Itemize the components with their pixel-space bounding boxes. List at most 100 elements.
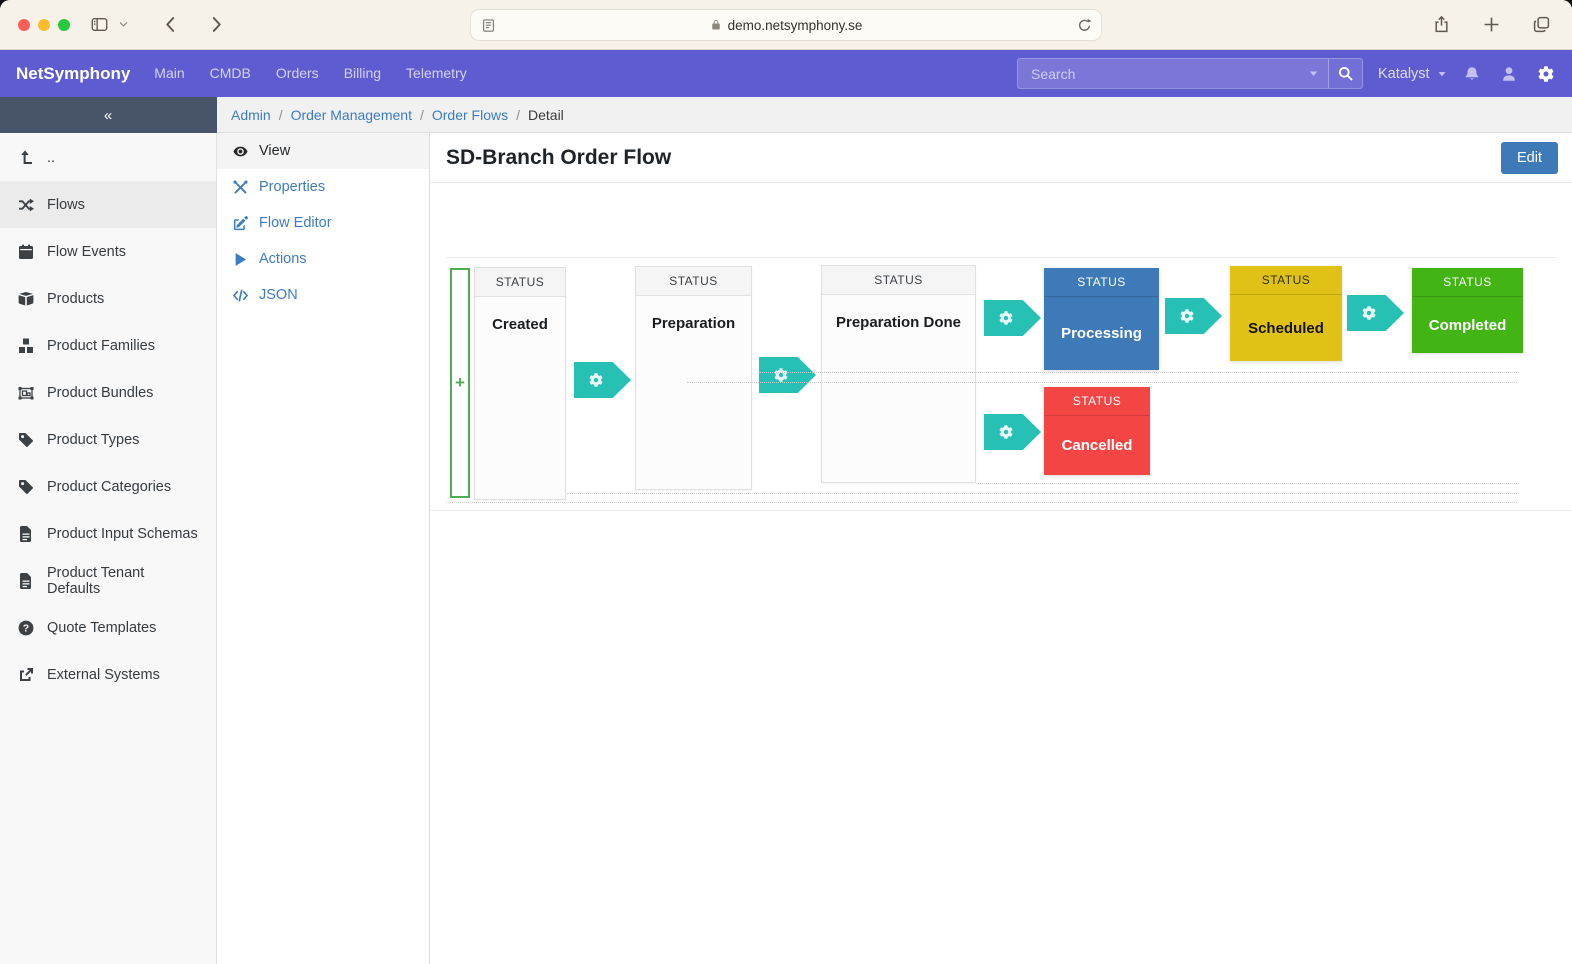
sidebar-collapse-button[interactable]: « (0, 97, 217, 133)
status-card-header: STATUS (1044, 268, 1159, 297)
sidebar-item-product-bundles[interactable]: Product Bundles (0, 369, 216, 416)
share-button[interactable] (1428, 12, 1454, 38)
url-text: demo.netsymphony.se (727, 17, 863, 33)
reader-icon[interactable] (481, 18, 496, 33)
sidebar-toggle-button[interactable] (86, 12, 112, 38)
sidebar-item-product-types[interactable]: Product Types (0, 416, 216, 463)
forward-button[interactable] (203, 12, 229, 38)
sidebar-item-product-categories[interactable]: Product Categories (0, 463, 216, 510)
menu-item-properties[interactable]: Properties (217, 169, 429, 205)
brand-logo[interactable]: NetSymphony (16, 63, 131, 83)
zoom-button[interactable] (58, 18, 70, 31)
box-open-icon (18, 291, 34, 307)
transition-arrow[interactable] (574, 362, 631, 398)
edit-button[interactable]: Edit (1501, 141, 1558, 174)
breadcrumb-link-admin[interactable]: Admin (231, 106, 271, 123)
back-button[interactable] (157, 12, 183, 38)
sidebar-item-flows[interactable]: Flows (0, 181, 216, 228)
nav-link-telemetry[interactable]: Telemetry (406, 64, 467, 81)
sidebar-item-label: Flow Events (47, 243, 126, 260)
status-card-header: STATUS (822, 266, 975, 295)
new-tab-button[interactable] (1478, 12, 1504, 38)
menu-item-json[interactable]: JSON (217, 277, 429, 313)
user-profile-icon[interactable] (1501, 66, 1517, 82)
transition-gear-icon (999, 425, 1013, 439)
row-separator (759, 372, 1517, 373)
caret-down-icon (1437, 69, 1447, 79)
transition-gear-icon (999, 311, 1013, 325)
breadcrumb-current: Detail (528, 106, 564, 123)
sidebar-item-product-families[interactable]: Product Families (0, 322, 216, 369)
sidebar-item-quote-templates[interactable]: ?Quote Templates (0, 604, 216, 651)
close-button[interactable] (18, 18, 30, 31)
sidebar-item-label: Product Families (47, 337, 155, 354)
sidebar-item-flow-events[interactable]: Flow Events (0, 228, 216, 275)
row-separator (446, 502, 1517, 503)
minimize-button[interactable] (38, 18, 50, 31)
transition-arrow[interactable] (984, 300, 1041, 336)
nav-link-main[interactable]: Main (154, 64, 185, 81)
sidebar-item-label: Flows (47, 196, 85, 213)
level-up-icon (18, 149, 34, 166)
breadcrumb-link-order-flows[interactable]: Order Flows (431, 106, 509, 123)
sidebar-item-product-input-schemas[interactable]: Product Input Schemas (0, 510, 216, 557)
settings-gear-icon[interactable] (1538, 65, 1554, 82)
file-icon (18, 525, 34, 542)
plus-icon (1483, 16, 1500, 33)
nav-link-billing[interactable]: Billing (343, 64, 382, 81)
cubes-icon (18, 338, 34, 354)
sidebar-item-level-up[interactable]: .. (0, 134, 216, 181)
menu-item-actions[interactable]: Actions (217, 241, 429, 277)
sidebar-item-products[interactable]: Products (0, 275, 216, 322)
sidebar-toggle-icon (91, 16, 108, 33)
status-card-header: STATUS (475, 268, 565, 297)
search-placeholder: Search (1031, 65, 1076, 82)
page-title: SD-Branch Order Flow (446, 145, 672, 169)
search-input[interactable]: Search (1018, 59, 1328, 88)
menu-item-view[interactable]: View (217, 133, 429, 169)
external-link-icon (18, 667, 34, 683)
transition-gear-icon (774, 368, 788, 382)
reload-icon[interactable] (1077, 18, 1092, 33)
menu-item-label: Properties (259, 179, 326, 195)
address-bar[interactable]: demo.netsymphony.se (470, 9, 1102, 41)
menu-item-flow-editor[interactable]: Flow Editor (217, 205, 429, 241)
add-status-button[interactable]: + (450, 268, 470, 498)
user-menu-dropdown[interactable]: Katalyst (1378, 50, 1447, 97)
transition-arrow[interactable] (1165, 298, 1222, 334)
nav-link-orders[interactable]: Orders (275, 64, 319, 81)
browser-chrome: demo.netsymphony.se (0, 0, 1572, 50)
transition-gear-icon (589, 373, 603, 387)
tab-overview-button[interactable] (1528, 12, 1554, 38)
transition-arrow[interactable] (1347, 295, 1404, 331)
sidebar-item-label: Product Tenant Defaults (47, 564, 145, 597)
nav-link-cmdb[interactable]: CMDB (209, 64, 251, 81)
sidebar-item-external-systems[interactable]: External Systems (0, 651, 216, 698)
chevron-down-icon[interactable] (118, 19, 129, 30)
sidebar-item-label: Product Types (47, 431, 140, 448)
sidebar-item-label: Product Input Schemas (47, 525, 198, 542)
notifications-bell-icon[interactable] (1464, 66, 1480, 82)
transition-arrow[interactable] (984, 414, 1041, 450)
forward-icon (208, 16, 225, 33)
sidebar-item-product-tenant-defaults[interactable]: Product Tenant Defaults (0, 557, 216, 604)
status-card-label: Cancelled (1061, 437, 1133, 454)
search-icon (1338, 66, 1353, 81)
eye-icon (233, 144, 248, 159)
menu-item-label: Flow Editor (259, 215, 332, 231)
transition-arrow[interactable] (759, 357, 816, 393)
search-button[interactable] (1328, 59, 1362, 88)
breadcrumb-link-order-management[interactable]: Order Management (290, 106, 412, 123)
